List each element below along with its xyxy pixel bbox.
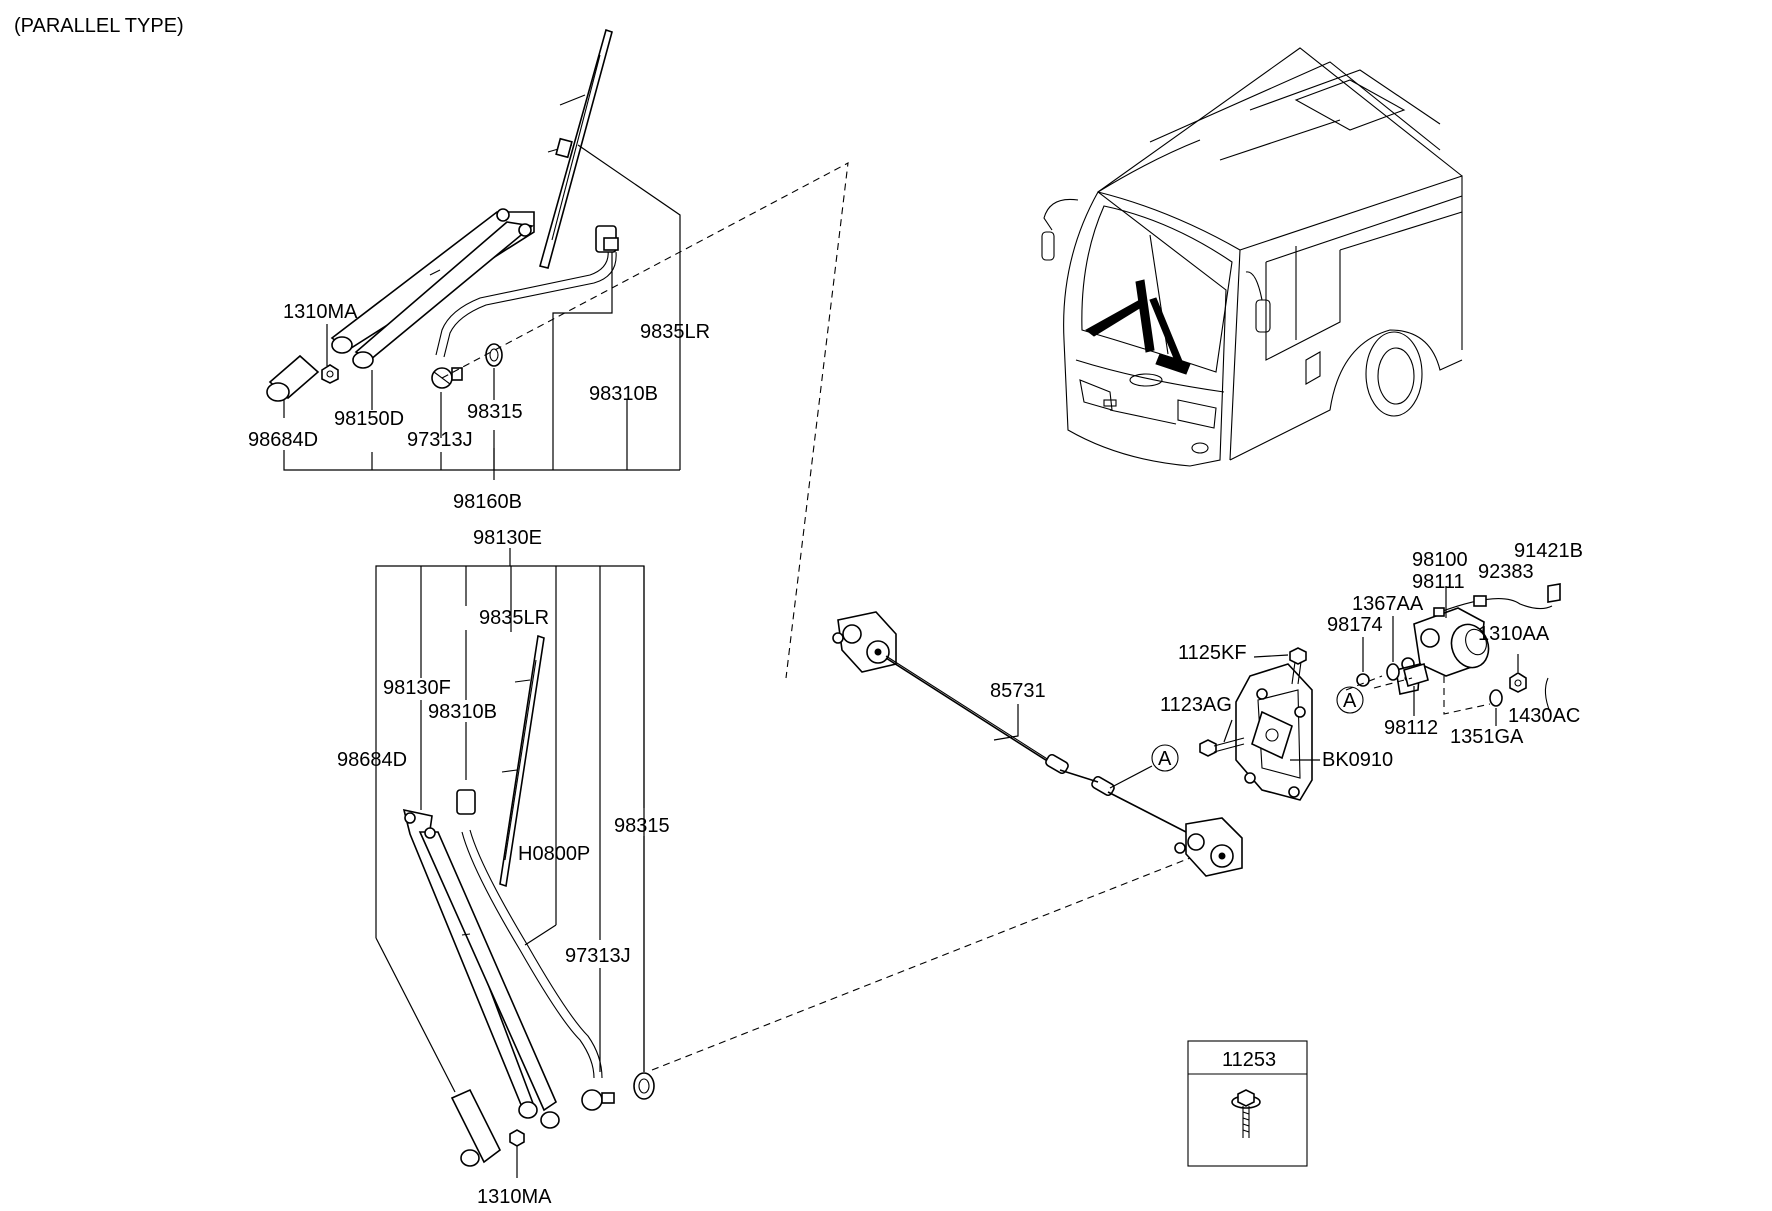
lower-washer-hose <box>456 789 603 1079</box>
label-98100: 98100 <box>1412 549 1468 571</box>
label-9835lr-upper: 9835LR <box>640 321 710 343</box>
upper-wiper-blade <box>539 28 613 269</box>
label-11253: 11253 <box>1222 1049 1276 1071</box>
bolt-11253-icon <box>1231 1089 1261 1138</box>
leader-9835lr-upper <box>577 144 681 470</box>
reference-a-linkage: A <box>1158 748 1172 770</box>
upper-arm-cover <box>266 354 320 402</box>
label-98160b: 98160B <box>453 491 522 513</box>
upper-wiper-arm <box>330 208 535 369</box>
label-98310b-upper: 98310B <box>589 383 658 405</box>
reference-circle-a-linkage <box>1151 744 1179 772</box>
label-97313j-upper: 97313J <box>407 429 473 451</box>
nut-1310aa <box>1509 672 1527 693</box>
label-1310ma-lower: 1310MA <box>477 1186 552 1208</box>
label-98315-lower: 98315 <box>614 815 670 837</box>
lower-wiper-assembly: 98130E 9835LR 98130F 98310B 98684D 98315… <box>337 527 670 1208</box>
linkage-center-joints <box>1045 753 1187 833</box>
label-1123ag: 1123AG <box>1160 694 1232 716</box>
label-h0800p: H0800P <box>518 843 590 865</box>
projection-line-lower <box>651 857 1191 1071</box>
washer-1351ga <box>1489 689 1503 707</box>
reference-a-motor: A <box>1343 690 1357 712</box>
bracket-98160b <box>283 450 680 471</box>
pin-1430ac <box>1544 677 1551 713</box>
label-1351ga: 1351GA <box>1450 726 1524 748</box>
clip-91421b <box>1547 583 1561 603</box>
label-1310ma-upper: 1310MA <box>283 301 358 323</box>
upper-washer-nozzle <box>431 367 463 389</box>
label-bk0910: BK0910 <box>1322 749 1393 771</box>
leader-98310b-upper <box>552 252 613 470</box>
lower-arm-cover <box>450 1088 502 1167</box>
label-98174: 98174 <box>1327 614 1383 636</box>
crank-arm-98112 <box>1403 662 1429 688</box>
bolt-1125kf <box>1289 647 1307 685</box>
diagram-title: (PARALLEL TYPE) <box>14 15 184 37</box>
leader-85731 <box>993 704 1019 741</box>
label-98111: 98111 <box>1412 571 1465 593</box>
label-91421b: 91421B <box>1514 540 1583 562</box>
wiper-linkage-assembly: 85731 A <box>832 611 1243 877</box>
lower-nut <box>509 1129 525 1147</box>
label-1125kf: 1125KF <box>1178 642 1247 664</box>
linkage-pivot-right <box>1174 817 1243 877</box>
motor-bracket-assembly: 1125KF 1123AG BK0910 <box>1160 642 1393 801</box>
label-98684d-lower: 98684D <box>337 749 407 771</box>
label-98315-upper: 98315 <box>467 401 523 423</box>
label-85731: 85731 <box>990 680 1046 702</box>
leader-1123ag <box>1223 719 1233 743</box>
label-98150d-upper: 98150D <box>334 408 404 430</box>
upper-bushing <box>485 343 503 367</box>
lower-bushing <box>633 1072 655 1100</box>
wiper-motor-assembly: A 98174 1367AA 98100 98111 92383 91421B … <box>1327 540 1583 748</box>
label-98112: 98112 <box>1384 717 1438 739</box>
label-1430ac: 1430AC <box>1508 705 1580 727</box>
label-1310aa: 1310AA <box>1478 623 1550 645</box>
lower-wiper-blade <box>499 634 545 888</box>
projection-line-upper <box>441 162 849 679</box>
label-92383: 92383 <box>1478 561 1534 583</box>
cap-98174 <box>1356 673 1370 687</box>
leader-1125kf <box>1253 654 1289 658</box>
label-9835lr-lower: 9835LR <box>479 607 549 629</box>
label-98130f: 98130F <box>383 677 451 699</box>
linkage-pivot-left <box>832 611 897 673</box>
reference-circle-a-motor <box>1336 686 1364 714</box>
lower-wiper-arm <box>402 808 560 1129</box>
leader-ref-a-linkage <box>1109 765 1153 789</box>
wiper-harness <box>1433 595 1553 617</box>
label-97313j-lower: 97313J <box>565 945 631 967</box>
washer-1367aa <box>1386 663 1400 681</box>
part-box-11253: 11253 <box>1187 1040 1308 1167</box>
bus-illustration <box>1041 47 1463 467</box>
bolt-1123ag <box>1199 737 1245 757</box>
upper-washer-hose <box>435 225 619 358</box>
label-98684d-upper: 98684D <box>248 429 318 451</box>
label-98310b-lower: 98310B <box>428 701 497 723</box>
label-98130e: 98130E <box>473 527 542 549</box>
label-1367aa: 1367AA <box>1352 593 1424 615</box>
upper-nut <box>321 364 339 384</box>
lower-washer-nozzle <box>581 1089 615 1111</box>
upper-wiper-assembly: 1310MA 98684D 98150D 97313J 98315 98310B… <box>248 28 710 513</box>
